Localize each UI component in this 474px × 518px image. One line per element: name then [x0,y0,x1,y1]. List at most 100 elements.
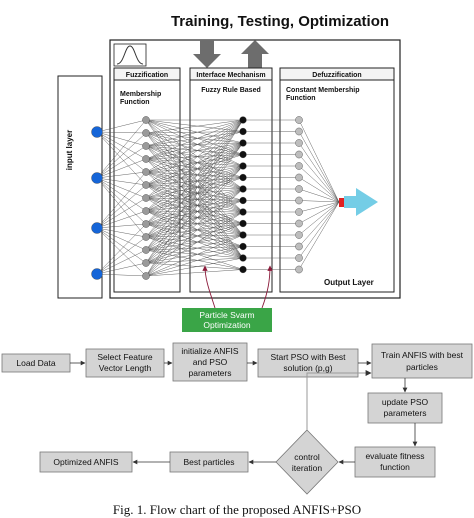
mf-rule-connection [145,257,244,264]
input-node [91,126,103,138]
rule-node [239,150,247,159]
optimized-anfis-box [39,451,133,473]
pso-label-1: Particle Svarm [199,310,254,320]
mf-rule-connection [145,184,244,213]
defuzz-node [295,242,303,251]
fuzzification-label: Fuzzification [126,72,168,79]
membership-node [142,246,150,254]
mf-rule-connection [145,210,244,224]
rule-node [239,139,247,147]
evaluate-fitness-label-1: evaluate fitness [365,451,424,461]
defuzz-node [295,139,303,147]
defuzz-node [295,219,303,228]
train-anfis-label-1: Train ANFIS with best [381,350,464,360]
input-mf-connection [96,236,147,275]
output-arrow-icon [344,188,378,216]
mf-rule-connection [145,119,244,264]
mf-rule-connection [145,236,244,270]
mf-rule-connection [145,171,244,259]
input-mf-connection [96,145,147,179]
input-mf-connection [96,119,147,133]
defuzz-output-connection [298,200,340,203]
input-layer-label: input layer [65,130,74,170]
input-node [91,172,103,184]
mf-rule-connection [145,154,244,160]
output-layer-label: Output Layer [324,278,374,287]
fuzzy-rule-label: Fuzzy Rule Based [201,87,261,94]
mf-rule-connection [145,145,244,236]
input-mf-connection [96,131,147,160]
input-mf-connection [96,171,147,229]
mf-rule-connection [145,165,244,251]
mf-rule-connection [145,171,244,213]
mf-rule-connection [145,234,244,277]
mf-rule-connection [145,210,244,259]
pso-arrow-left [202,265,216,309]
mf-rule-connection [145,246,244,264]
mf-rule-connection [145,197,244,224]
mf-rule-connection [145,171,244,178]
update-pso-box [367,392,443,424]
input-mf-connection [96,158,147,179]
membership-node [142,155,150,163]
network-nodes [91,116,303,280]
rule-node [239,185,247,193]
mf-rule-connection [145,142,244,212]
mf-rule-connection [145,154,244,186]
mf-rule-connection [145,142,244,186]
control-iteration-diamond [275,429,339,495]
input-mf-connection [96,210,147,229]
mf-rule-connection [145,200,244,238]
defuzz-node [295,150,303,159]
defuzz-output-connection [298,119,340,203]
defuzz-output-connection [298,154,340,203]
load-data-label: Load Data [16,358,55,368]
start-pso-label-1: Start PSO with Best [270,352,346,362]
input-mf-connection [96,131,147,186]
mf-rule-connection [145,131,244,160]
membership-node [142,259,150,267]
interface-mechanism-label: Interface Mechanism [196,72,265,79]
mf-rule-connection [145,119,244,190]
mf-rule-connection [145,145,244,155]
mf-rule-connection [145,236,244,259]
mf-rule-connection [145,119,244,225]
initialize-box [172,342,248,382]
mf-rule-connection [145,210,244,236]
mf-rule-connection [145,119,244,259]
mf-rule-connection [145,223,244,251]
mf-rule-connection [145,142,244,173]
defuzz-node [295,254,303,262]
mf-rule-connection [145,210,244,247]
input-mf-connection [96,177,147,238]
control-iteration-label-2: iteration [292,463,323,473]
best-particles-label: Best particles [183,457,234,467]
mf-rule-connection [145,223,244,247]
mf-rule-connection [145,145,244,213]
input-mf-connection [96,131,147,147]
mf-rule-connection [145,142,244,225]
mf-rule-connection [145,119,244,277]
mf-rule-connection [145,145,244,259]
defuzz-node [295,116,303,124]
mf-rule-connection [145,119,244,160]
mf-rule-connection [145,188,244,225]
interface-header [189,67,273,81]
mf-rule-connection [145,269,244,277]
evaluate-fitness-label-2: function [380,462,410,472]
mf-rule-connection [145,184,244,201]
mf-rule-connection [145,142,244,251]
membership-node [142,129,150,137]
rule-node [239,208,247,216]
rule-node [239,173,247,182]
defuzz-output-connection [298,201,340,259]
initialize-label-2: and PSO [193,357,228,367]
mf-rule-connection [145,158,244,213]
mf-rule-connection [145,188,244,238]
membership-label-2: Function [120,99,150,106]
mf-rule-connection [145,119,244,251]
rule-node [239,265,247,274]
mf-rule-connection [145,119,244,213]
mf-rule-connection [145,184,244,224]
mf-rule-connection [145,119,244,155]
